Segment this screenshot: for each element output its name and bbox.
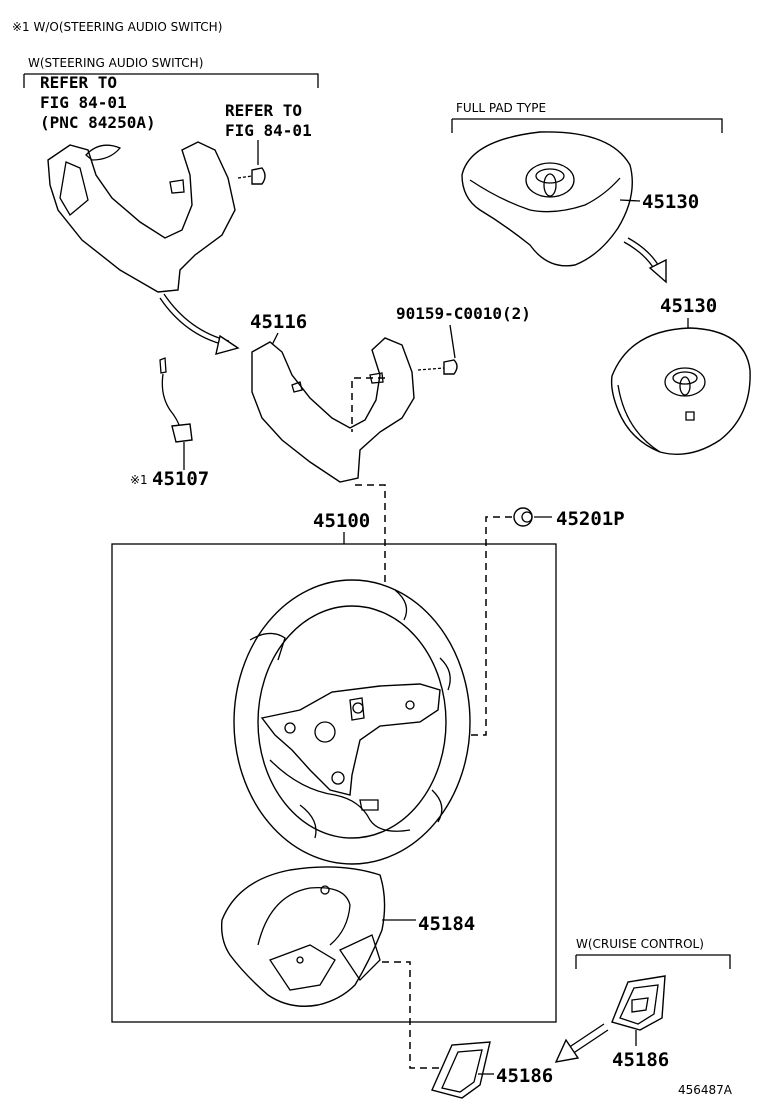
audio-switch-buttons xyxy=(59,161,89,216)
refer1-line3: (PNC 84250A) xyxy=(40,113,156,132)
full-pad-header: FULL PAD TYPE xyxy=(456,101,546,115)
part-45130-a: 45130 xyxy=(642,191,699,213)
part-45100: 45100 xyxy=(313,510,370,532)
bolt-icon xyxy=(417,359,458,375)
cruise-bracket xyxy=(575,954,731,969)
cruise-header: W(CRUISE CONTROL) xyxy=(576,937,704,951)
refer1-line1: REFER TO xyxy=(40,73,117,92)
toyota-logo-icon xyxy=(664,367,706,397)
arrow-icon xyxy=(554,1023,609,1063)
part-45107: 45107 xyxy=(152,468,209,490)
part-45107-mark: ※1 xyxy=(130,473,148,487)
part-45130-b: 45130 xyxy=(660,295,717,317)
part-45184: 45184 xyxy=(418,913,475,935)
assembly-box-45100 xyxy=(111,543,557,1023)
part-45116: 45116 xyxy=(250,311,307,333)
wire-harness-45107 xyxy=(159,357,193,443)
footnote-text: ※1 W/O(STEERING AUDIO SWITCH) xyxy=(12,20,222,34)
refer2-line1: REFER TO xyxy=(225,101,302,120)
airbag-pad-round xyxy=(610,327,751,455)
arrow-icon xyxy=(159,293,240,355)
steering-audio-header: W(STEERING AUDIO SWITCH) xyxy=(28,56,203,70)
diagram-id: 456487A xyxy=(678,1083,733,1097)
arrow-icon xyxy=(623,237,667,284)
part-90159: 90159-C0010(2) xyxy=(396,304,531,323)
toyota-logo-icon xyxy=(525,162,575,198)
part-45201P: 45201P xyxy=(556,508,625,530)
part-45186-b: 45186 xyxy=(612,1049,669,1071)
switch-cover-45186-cruise xyxy=(611,975,666,1031)
full-pad-bracket xyxy=(451,118,723,133)
leader-dash-d xyxy=(382,961,452,1069)
airbag-pad-full xyxy=(461,131,633,267)
steering-wheel-45100 xyxy=(233,579,471,865)
switch-cover-45186-lower xyxy=(431,1041,491,1099)
steering-audio-bracket xyxy=(23,73,319,88)
steering-cover-45116 xyxy=(251,337,415,483)
clip-icon xyxy=(513,507,533,527)
audio-switch-connector xyxy=(85,144,122,161)
bolt-icon xyxy=(237,140,266,185)
part-45186-a: 45186 xyxy=(496,1065,553,1087)
lower-cover-45184 xyxy=(220,866,386,1007)
refer2-line2: FIG 84-01 xyxy=(225,121,312,140)
steering-cover-with-audio-switch xyxy=(47,141,236,293)
refer1-line2: FIG 84-01 xyxy=(40,93,127,112)
leader-dash-b xyxy=(355,484,386,620)
leader-dash-c xyxy=(380,516,512,736)
